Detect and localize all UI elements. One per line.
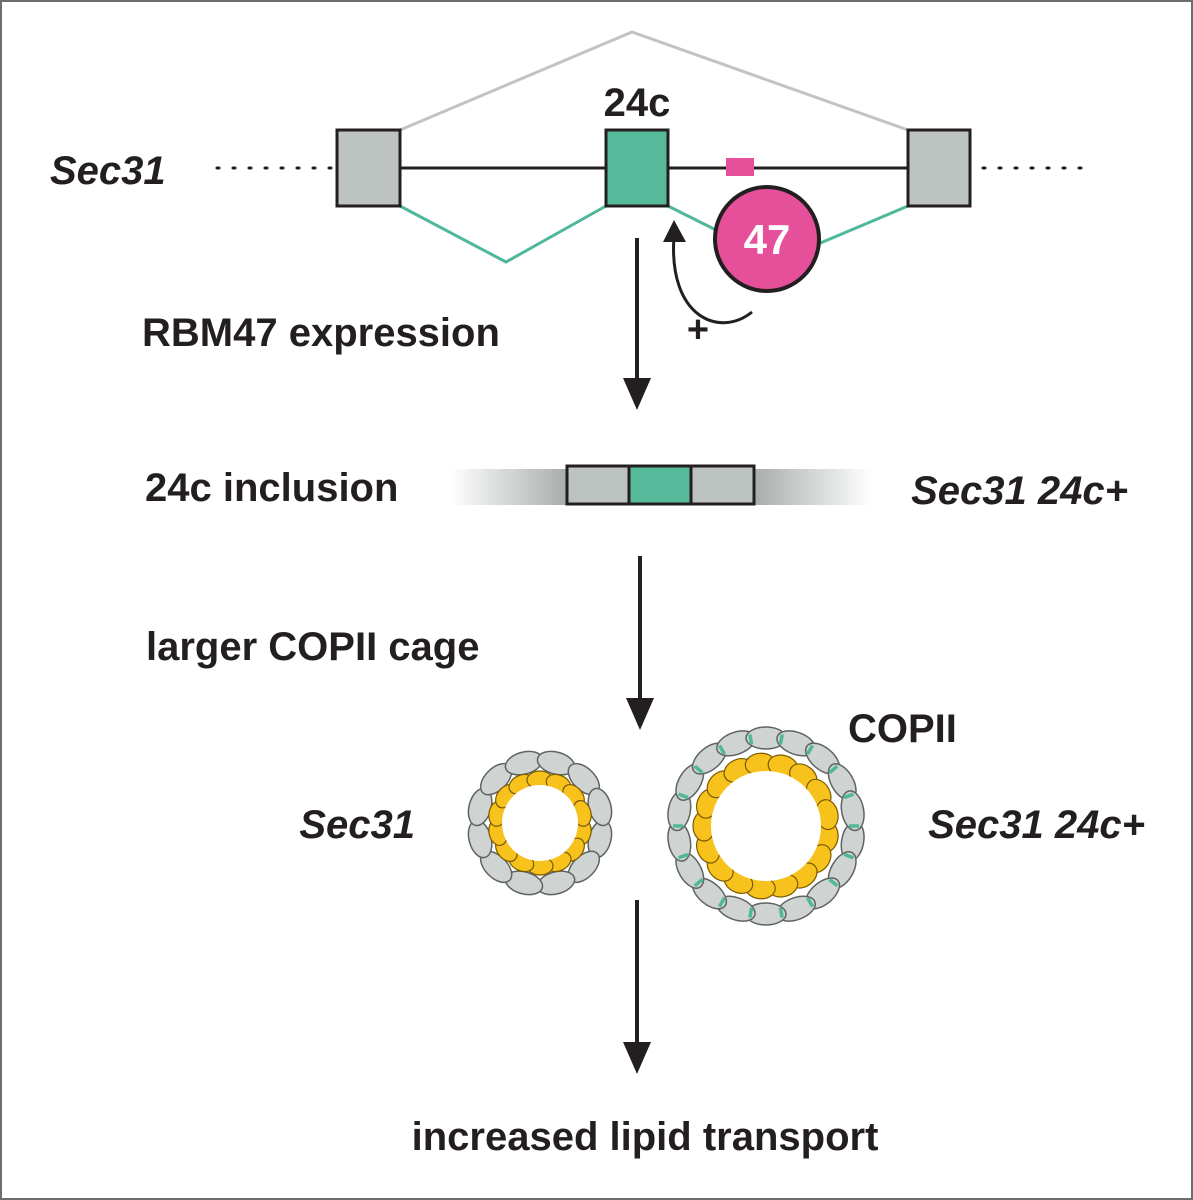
exon-24c-insert-mark bbox=[748, 734, 754, 745]
down-arrow-3-head bbox=[623, 1042, 651, 1074]
exon-24c bbox=[604, 128, 670, 208]
outer-coat-segment bbox=[840, 790, 865, 832]
transcript-exon-downstream bbox=[689, 464, 756, 506]
copii-label: COPII bbox=[848, 707, 957, 751]
exon-24c-insert-mark bbox=[748, 907, 754, 918]
vesicle-lumen bbox=[502, 785, 578, 861]
vesicle-lumen bbox=[711, 771, 821, 881]
inclusion-junction-right-a bbox=[667, 204, 721, 234]
transcript-fade-left bbox=[450, 469, 568, 505]
skipping-junction-line bbox=[399, 30, 909, 132]
step4-label: increased lipid transport bbox=[412, 1115, 879, 1159]
exon-24c-insert-mark bbox=[828, 764, 839, 774]
transcript-exon-24c bbox=[627, 464, 693, 506]
inclusion-junction-right-b bbox=[817, 204, 909, 246]
exon-24c-insert-mark bbox=[843, 852, 854, 860]
transcript-fade-right bbox=[754, 469, 872, 505]
step2-product-label: Sec31 24c+ bbox=[911, 469, 1128, 513]
down-arrow-2-head bbox=[626, 698, 654, 730]
upstream-exon bbox=[335, 128, 402, 208]
exon-24c-insert-mark bbox=[778, 734, 784, 745]
spliced-transcript: 24c inclusion Sec31 24c+ bbox=[145, 464, 1128, 513]
small-vesicle-label: Sec31 bbox=[299, 803, 415, 847]
step-rbm47-expression: RBM47 expression bbox=[142, 238, 651, 410]
down-arrow-1-head bbox=[623, 378, 651, 410]
downstream-exon bbox=[906, 128, 972, 208]
inclusion-junction-left bbox=[399, 204, 607, 264]
large-copii-vesicle bbox=[667, 726, 865, 926]
transcript-exon-upstream bbox=[565, 464, 631, 506]
gene-name-label: Sec31 bbox=[50, 149, 166, 193]
step1-label: RBM47 expression bbox=[142, 311, 500, 355]
exon-24c-insert-mark bbox=[717, 897, 727, 908]
step-larger-copii: larger COPII cage bbox=[146, 556, 654, 730]
exon-24c-insert-mark bbox=[843, 792, 854, 800]
step-lipid-transport: increased lipid transport bbox=[412, 900, 879, 1159]
exon-24c-insert-mark bbox=[828, 878, 839, 888]
rbm47-label: 47 bbox=[744, 216, 791, 263]
exon-24c-insert-mark bbox=[805, 744, 815, 755]
exon-24c-insert-mark bbox=[717, 744, 727, 755]
activation-sign: + bbox=[687, 309, 709, 351]
step3-label: larger COPII cage bbox=[146, 625, 479, 669]
exon-24c-insert-mark bbox=[678, 792, 689, 800]
exon-24c-insert-mark bbox=[805, 897, 815, 908]
gene-structure: 47 Sec31 24c + bbox=[50, 30, 1097, 351]
exon-24c-insert-mark bbox=[778, 907, 784, 918]
large-vesicle-label: Sec31 24c+ bbox=[928, 803, 1145, 847]
exon-24c-insert-mark bbox=[678, 852, 689, 860]
step2-label: 24c inclusion bbox=[145, 466, 398, 510]
activation-arrow-head bbox=[663, 220, 686, 242]
rbm47-binding-site bbox=[726, 158, 754, 176]
small-copii-vesicle bbox=[467, 750, 613, 896]
exon-24c-label: 24c bbox=[604, 81, 671, 125]
rbm47-protein-icon bbox=[713, 185, 821, 293]
exon-24c-insert-mark bbox=[693, 764, 704, 774]
activation-arrow-curve bbox=[672, 235, 753, 325]
exon-24c-insert-mark bbox=[693, 878, 704, 888]
